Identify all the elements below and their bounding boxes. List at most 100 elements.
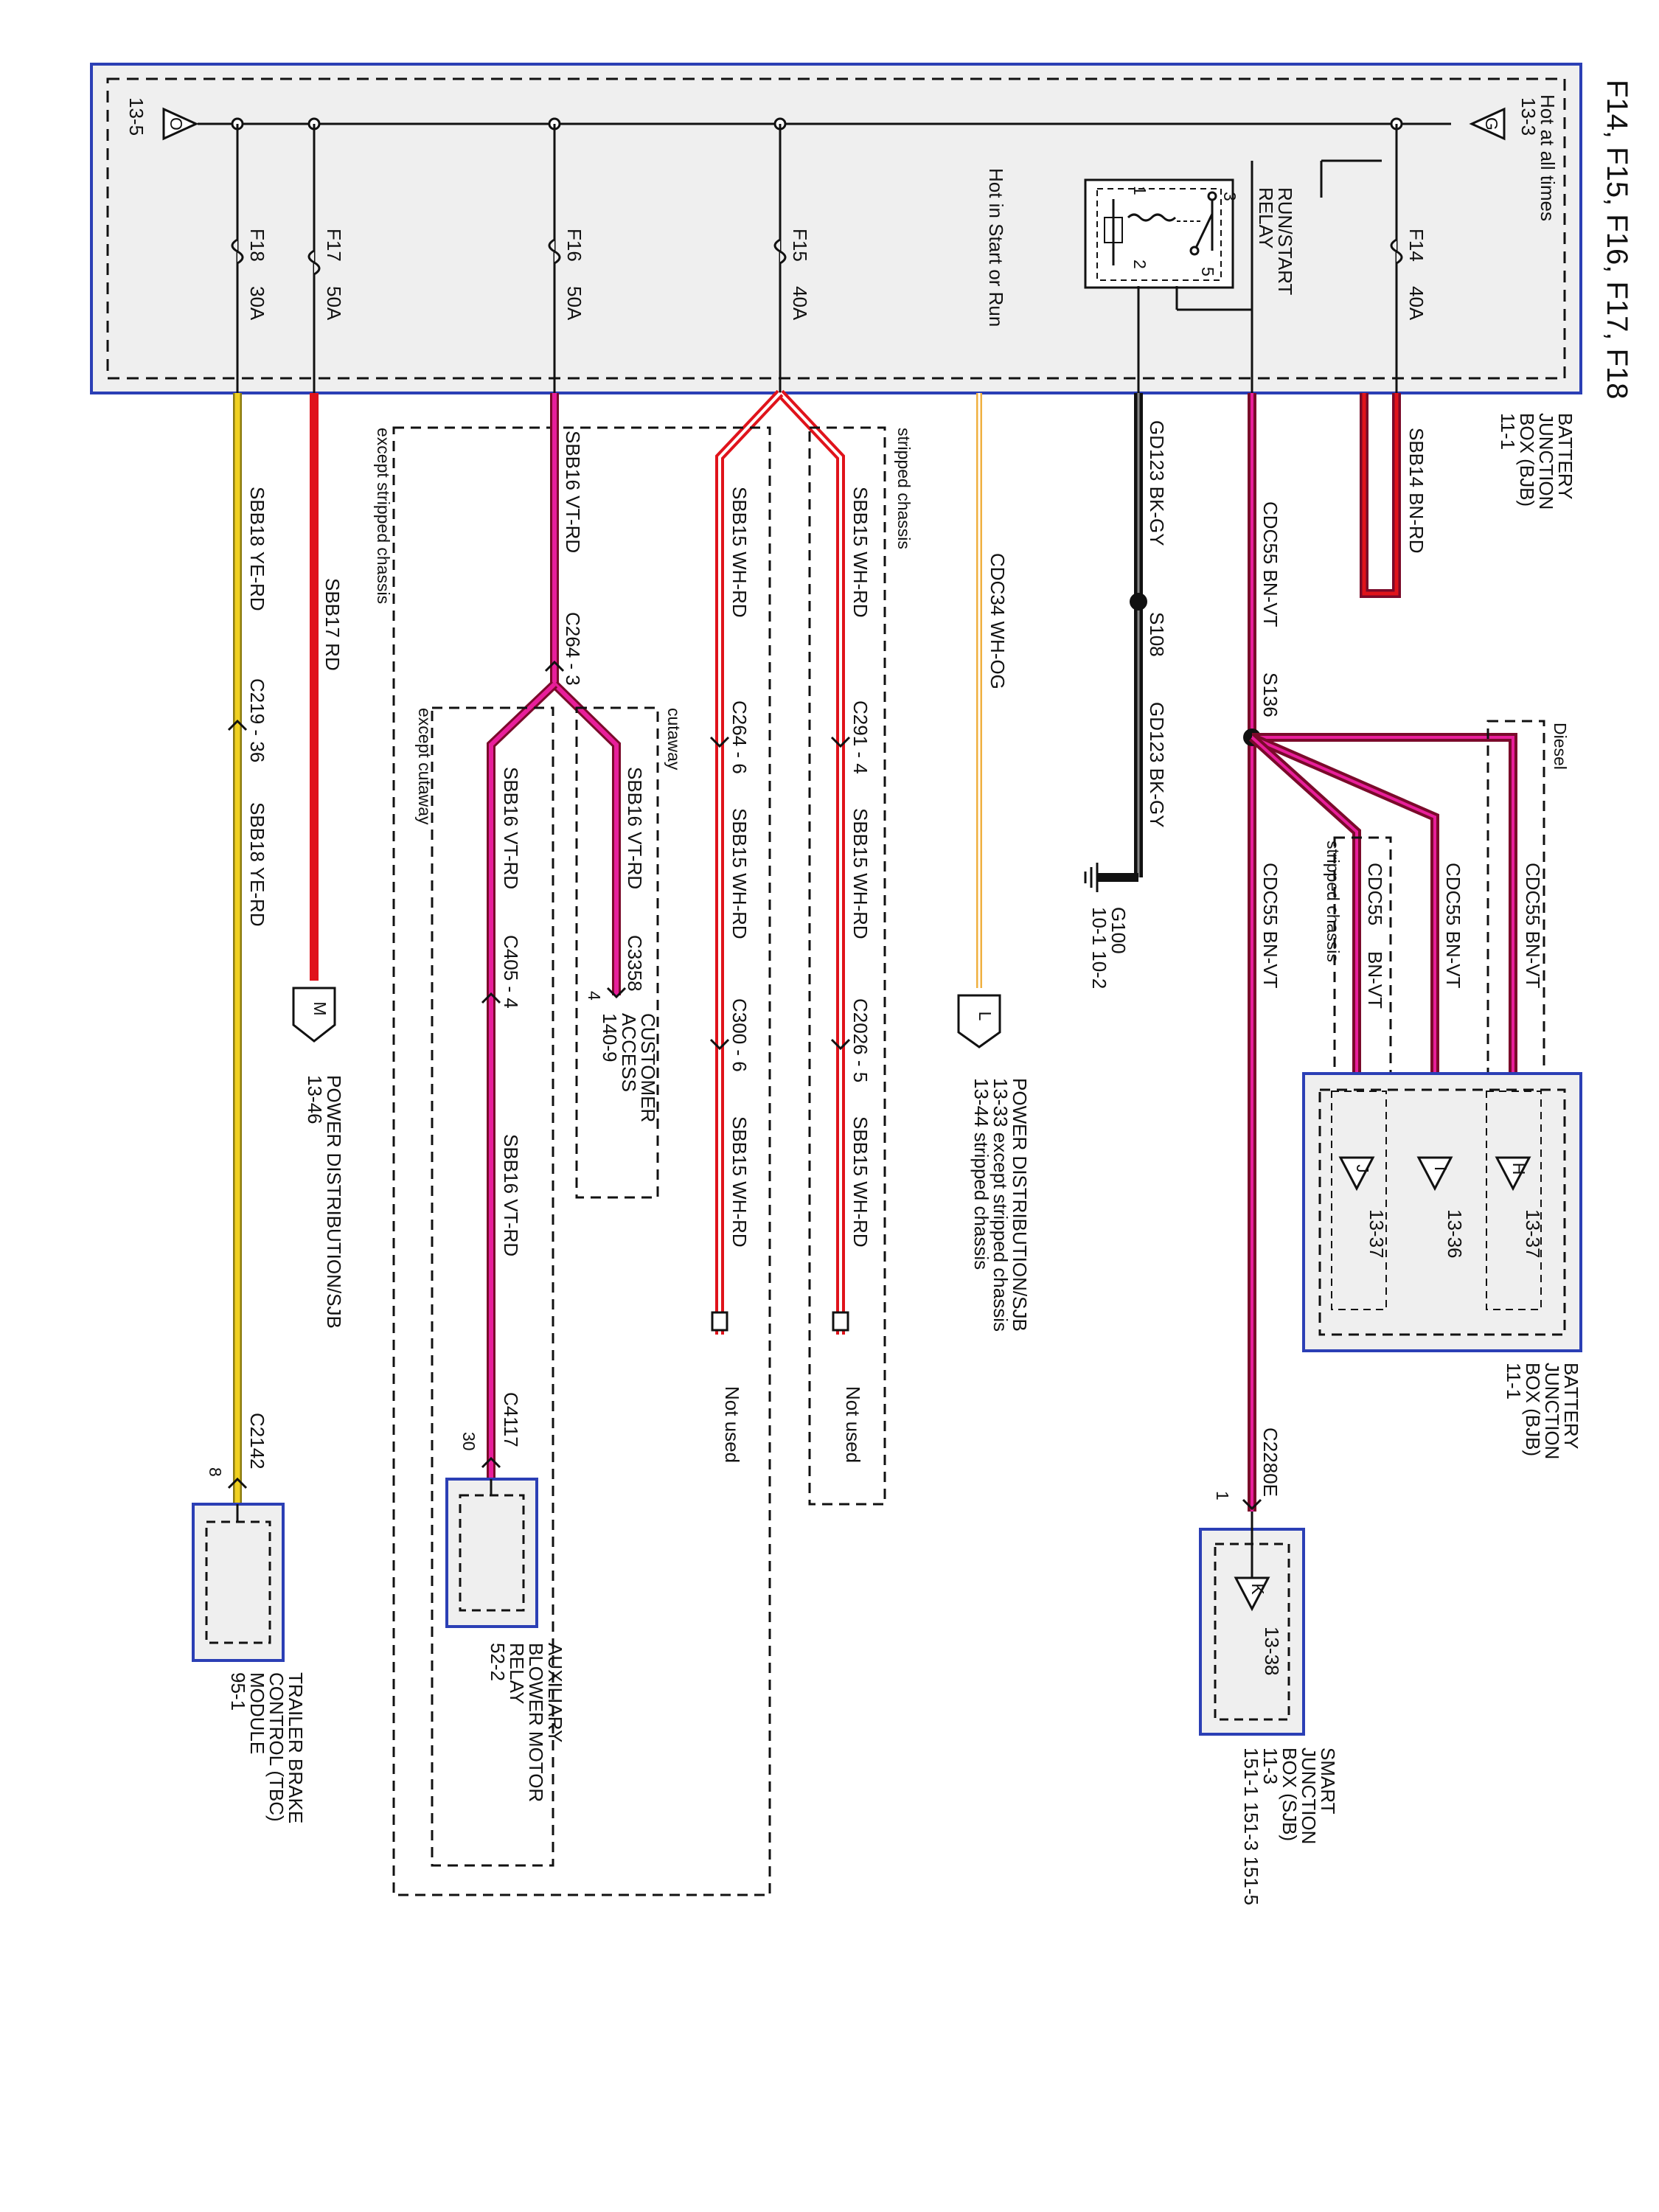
relay-pin-2: 2 <box>1130 260 1150 269</box>
cutaway-condition-box <box>575 706 659 1199</box>
sjb-name-line1: SMART <box>1317 1747 1339 1815</box>
bjb-lower-ref: 11-1 <box>1503 1363 1525 1399</box>
blower-relay-line3: RELAY <box>506 1643 528 1704</box>
fuse-f18-icon <box>231 238 244 265</box>
splice-s108-icon <box>1130 593 1147 611</box>
connector-c4117-pin: 30 <box>459 1432 479 1451</box>
connector-c4117-label: C4117 <box>500 1392 522 1447</box>
terminal-j-icon: J <box>1338 1156 1375 1192</box>
wire-sbb16-except-label-1: SBB16 VT-RD <box>500 767 522 889</box>
fuse-f14-id: F14 <box>1405 229 1427 262</box>
power-dist-m-name: POWER DISTRIBUTION/SJB <box>323 1075 345 1329</box>
bjb-inner-dashed-frame <box>106 77 1566 380</box>
connector-c300-label: C300 - 6 <box>728 998 751 1072</box>
bjb-lower-name-line3: BOX (BJB) <box>1522 1363 1544 1456</box>
fuse-f18-rating: 30A <box>246 286 268 321</box>
connector-c405-icon <box>481 992 501 1004</box>
connector-c2142-icon <box>227 1477 248 1489</box>
wire-sbb15-stripped-label-3: SBB15 WH-RD <box>849 1116 872 1248</box>
wire-sbb15-except-end-icon <box>711 1311 728 1332</box>
power-dist-m-icon: M <box>292 987 336 1043</box>
power-dist-l-ref1: 13-33 except stripped chassis <box>990 1078 1012 1332</box>
connector-c2280e-label: C2280E <box>1259 1427 1281 1497</box>
connector-c264-3-icon <box>544 660 565 672</box>
terminal-i-ref: 13-36 <box>1444 1209 1466 1259</box>
fuse-f16-icon <box>548 238 561 265</box>
wire-sbb18-label-2: SBB18 YE-RD <box>246 802 268 927</box>
blower-relay-line2: BLOWER MOTOR <box>525 1643 547 1802</box>
diesel-condition-label: Diesel <box>1551 723 1570 770</box>
sjb-name-line3: BOX (SJB) <box>1279 1747 1301 1841</box>
power-dist-l-icon: L <box>957 994 1001 1048</box>
connector-c3358-icon <box>606 987 627 999</box>
bjb-lower-name-line1: BATTERY <box>1560 1363 1582 1450</box>
fuse-f14-icon <box>1390 238 1403 265</box>
wire-sbb15-except-label-3: SBB15 WH-RD <box>728 1116 751 1248</box>
svg-text:H: H <box>1509 1163 1528 1175</box>
wire-gd123-label-top: GD123 BK-GY <box>1146 420 1168 546</box>
ground-g100-label: G100 <box>1107 907 1130 954</box>
connector-c3358-label: C3358 <box>624 935 646 992</box>
connector-c2280e-icon <box>1242 1498 1262 1511</box>
wire-sbb15-except-label-1: SBB15 WH-RD <box>728 487 751 618</box>
connector-c291-label: C291 - 4 <box>849 700 872 774</box>
source-g-ref: 13-3 <box>1517 97 1540 136</box>
diagram-title: F14, F15, F16, F17, F18 <box>1601 80 1633 400</box>
connector-c2280e-pin: 1 <box>1213 1491 1232 1500</box>
sjb-name-line2: JUNCTION <box>1298 1747 1320 1844</box>
connector-c291-icon <box>830 736 851 748</box>
customer-access-line2: ACCESS <box>618 1013 640 1092</box>
sjb-ref2: 151-1 151-3 151-5 <box>1240 1747 1262 1905</box>
wire-sbb16-label-main: SBB16 VT-RD <box>562 431 584 553</box>
connector-c4117-icon <box>481 1456 501 1469</box>
sjb-terminal-k-icon: K <box>1234 1576 1270 1612</box>
wire-cdc55-label-mid: CDC55 BN-VT <box>1259 863 1281 989</box>
wire-sbb15-stripped-label-1: SBB15 WH-RD <box>849 487 872 618</box>
relay-inner-dashed-frame <box>1096 188 1222 281</box>
hot-at-all-times-label: Hot at all times <box>1537 94 1559 221</box>
relay-name-line2: RELAY <box>1255 187 1277 248</box>
bjb-ref: 11-1 <box>1497 413 1519 450</box>
connector-c300-icon <box>709 1038 730 1051</box>
connector-c264-6-icon <box>709 736 730 748</box>
source-g-letter: G <box>1482 117 1501 131</box>
blower-relay-ref: 52-2 <box>487 1643 509 1681</box>
stripped-chassis-condition-label-f15: stripped chassis <box>894 428 914 549</box>
customer-access-line1: CUSTOMER <box>637 1013 659 1122</box>
wire-sbb16-except-label-2: SBB16 VT-RD <box>500 1134 522 1256</box>
fuse-f14-rating: 40A <box>1405 286 1427 321</box>
wire-cdc55-j-label-name: CDC55 <box>1364 863 1386 925</box>
fuse-f18-id: F18 <box>246 229 268 262</box>
wire-sbb18-label-1: SBB18 YE-RD <box>246 487 268 611</box>
except-stripped-chassis-condition-box-f15 <box>392 426 771 1896</box>
cutaway-condition-label: cutaway <box>664 708 684 771</box>
except-cutaway-condition-box <box>431 706 554 1867</box>
fuse-f15-rating: 40A <box>789 286 811 321</box>
wire-cdc34-label: CDC34 WH-OG <box>987 553 1009 689</box>
bjb-name-line3: BOX (BJB) <box>1516 413 1538 507</box>
connector-c264-6-label: C264 - 6 <box>728 700 751 774</box>
connector-c2142-label: C2142 <box>246 1413 268 1470</box>
fuse-f15-id: F15 <box>789 229 811 262</box>
bjb-lower-frame <box>1302 1072 1582 1352</box>
hot-in-start-or-run-label: Hot in Start or Run <box>985 168 1007 327</box>
sjb-terminal-k-ref: 13-38 <box>1261 1627 1283 1676</box>
wire-cdc55-label-top: CDC55 BN-VT <box>1259 501 1281 627</box>
relay-pin-1: 1 <box>1130 186 1150 195</box>
fuse-f17-rating: 50A <box>323 286 345 321</box>
bjb-lower-inner-dashed-frame <box>1318 1088 1566 1336</box>
fuse-f16-rating: 50A <box>563 286 585 321</box>
splice-s136-label: S136 <box>1259 672 1281 717</box>
wire-sbb16-cutaway <box>551 681 621 995</box>
fuse-f15-icon <box>773 238 787 265</box>
sjb-ref1: 11-3 <box>1259 1747 1281 1784</box>
connector-c219-icon <box>227 719 248 731</box>
blower-relay-line1: AUXILIARY <box>544 1643 566 1742</box>
power-dist-l-ref2: 13-44 stripped chassis <box>970 1078 992 1270</box>
wire-sbb15-stripped-label-2: SBB15 WH-RD <box>849 808 872 939</box>
terminal-j-ref: 13-37 <box>1366 1209 1388 1259</box>
relay-pin-3: 3 <box>1220 192 1239 201</box>
bjb-lower-name-line2: JUNCTION <box>1541 1363 1563 1459</box>
relay-pin-5: 5 <box>1198 267 1217 276</box>
source-g-icon: G <box>1469 107 1506 141</box>
